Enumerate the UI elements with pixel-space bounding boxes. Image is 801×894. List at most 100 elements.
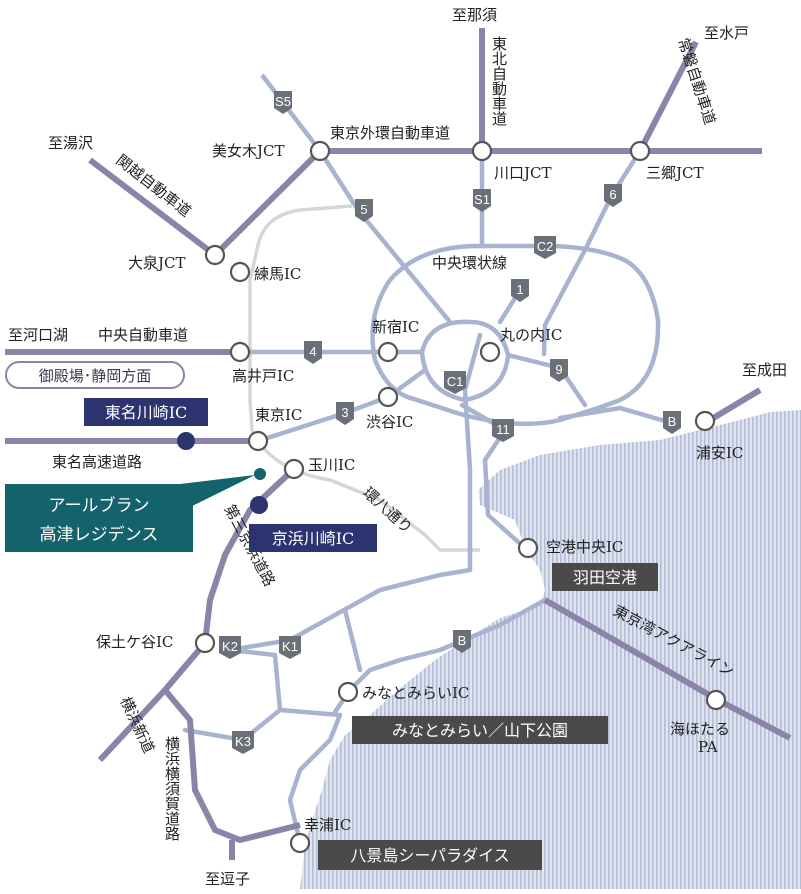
label-minatomirai-ic: みなとみらいIC	[362, 684, 469, 702]
node-umihotaru-pa	[705, 689, 727, 711]
destination-callout: アールブラン 高津レジデンス	[5, 475, 255, 552]
road-joban: 常磐自動車道	[674, 36, 719, 127]
node-destination	[254, 468, 266, 480]
route-6	[541, 148, 643, 357]
shield-c1: C1	[444, 371, 466, 394]
label-sachiura-ic: 幸浦IC	[304, 816, 351, 834]
shield-b-east: B	[663, 411, 681, 434]
node-nerima-ic	[229, 261, 251, 283]
svg-text:9: 9	[555, 362, 562, 377]
shield-c2: C2	[534, 236, 556, 259]
label-shinjuku-ic: 新宿IC	[372, 318, 419, 336]
svg-text:1: 1	[516, 282, 523, 297]
destination-name-line1: アールブラン	[49, 495, 150, 516]
daisan-keihin-road	[202, 466, 297, 644]
label-pa: PA	[698, 738, 718, 756]
route-shields: S5 S1 5 6 C2 1 4 9	[219, 91, 681, 754]
route-b-bay	[347, 597, 548, 693]
road-central-ring: 中央環状線	[432, 254, 507, 272]
label-kawaguchi-jct: 川口JCT	[494, 164, 552, 182]
label-umihotaru: 海ほたる	[670, 720, 730, 738]
shield-b-bay: B	[453, 630, 471, 653]
node-shinjuku-ic	[377, 341, 399, 363]
svg-text:4: 4	[309, 344, 316, 359]
label-tokyo-ic: 東京IC	[255, 406, 302, 424]
road-tohoku: 東北自動車道	[490, 36, 508, 126]
tokyo-bay-sea	[300, 410, 801, 889]
route-k1-branch	[342, 607, 363, 673]
shield-5: 5	[355, 199, 373, 222]
road-chuo: 中央自動車道	[98, 326, 188, 344]
label-nerima-ic: 練馬IC	[254, 265, 301, 283]
destination-name-line2: 高津レジデンス	[40, 524, 159, 545]
label-hodogaya-ic: 保土ケ谷IC	[96, 633, 173, 651]
gaikan-west	[212, 148, 323, 258]
svg-text:東名川崎IC: 東名川崎IC	[105, 403, 188, 422]
yokohama-yokosuka-road	[162, 688, 301, 843]
label-misato-jct: 三郷JCT	[646, 164, 704, 182]
s5-route	[260, 73, 322, 153]
shield-1: 1	[511, 279, 529, 302]
svg-text:5: 5	[360, 202, 367, 217]
node-bijogi-jct	[309, 140, 331, 162]
box-tomei-kawasaki: 東名川崎IC	[84, 398, 208, 426]
shield-6: 6	[604, 184, 622, 207]
node-tomei-kawasaki-ic	[177, 432, 195, 450]
route-k2	[182, 647, 283, 743]
route-k3	[277, 707, 343, 846]
shield-k2: K2	[219, 636, 241, 659]
node-sachiura-ic	[289, 832, 311, 854]
direction-nasu: 至那須	[452, 6, 497, 24]
direction-mito: 至水戸	[704, 24, 749, 42]
route-b-east	[557, 405, 675, 426]
label-marunouchi-ic: 丸の内IC	[500, 326, 562, 344]
route-k1-b	[227, 567, 473, 653]
label-urayasu-ic: 浦安IC	[696, 444, 743, 462]
node-urayasu-ic	[694, 410, 716, 432]
svg-text:S1: S1	[474, 192, 490, 207]
ic-nodes	[177, 140, 727, 854]
central-circular-route	[370, 243, 661, 427]
direction-kawaguchiko: 至河口湖	[8, 326, 68, 344]
shield-s5: S5	[274, 91, 292, 114]
box-haneda: 羽田空港	[552, 563, 658, 591]
node-takaido-ic	[229, 341, 251, 363]
route-5	[317, 148, 453, 325]
svg-text:御殿場･静岡方面: 御殿場･静岡方面	[39, 367, 152, 385]
label-tamagawa-ic: 玉川IC	[308, 456, 355, 474]
label-takaido-ic: 高井戸IC	[232, 367, 294, 385]
direction-narita: 至成田	[742, 361, 787, 379]
shield-s1: S1	[473, 189, 491, 212]
box-hakkeijima: 八景島シーパラダイス	[318, 840, 542, 870]
node-tamagawa-ic	[283, 458, 305, 480]
label-shibuya-ic: 渋谷IC	[366, 413, 413, 431]
svg-text:B: B	[668, 414, 677, 429]
node-minatomirai-ic	[337, 681, 359, 703]
node-oizumi-jct	[204, 244, 226, 266]
svg-text:11: 11	[496, 422, 510, 437]
box-minatomirai-yamashita: みなとみらい／山下公園	[352, 716, 608, 744]
svg-text:3: 3	[341, 405, 348, 420]
urban-expressways	[182, 148, 675, 846]
node-kawaguchi-jct	[471, 140, 493, 162]
direction-yuzawa: 至湯沢	[48, 134, 93, 152]
svg-text:羽田空港: 羽田空港	[573, 568, 637, 587]
route-3	[255, 367, 428, 444]
node-airport-central-ic	[517, 537, 539, 559]
box-keihin-kawasaki: 京浜川崎IC	[249, 524, 377, 552]
node-tokyo-ic	[247, 430, 269, 452]
svg-text:八景島シーパラダイス: 八景島シーパラダイス	[350, 846, 509, 865]
route-11	[459, 402, 528, 551]
label-oizumi-jct: 大泉JCT	[128, 254, 186, 272]
svg-text:C2: C2	[537, 239, 554, 254]
svg-text:6: 6	[609, 187, 616, 202]
shield-11: 11	[492, 419, 514, 442]
svg-text:S5: S5	[275, 94, 291, 109]
svg-text:京浜川崎IC: 京浜川崎IC	[272, 529, 355, 548]
shield-9: 9	[550, 359, 568, 382]
label-airport-central-ic: 空港中央IC	[546, 538, 623, 556]
node-misato-jct	[629, 140, 651, 162]
label-bijogi-jct: 美女木JCT	[212, 142, 285, 160]
svg-text:C1: C1	[447, 374, 464, 389]
